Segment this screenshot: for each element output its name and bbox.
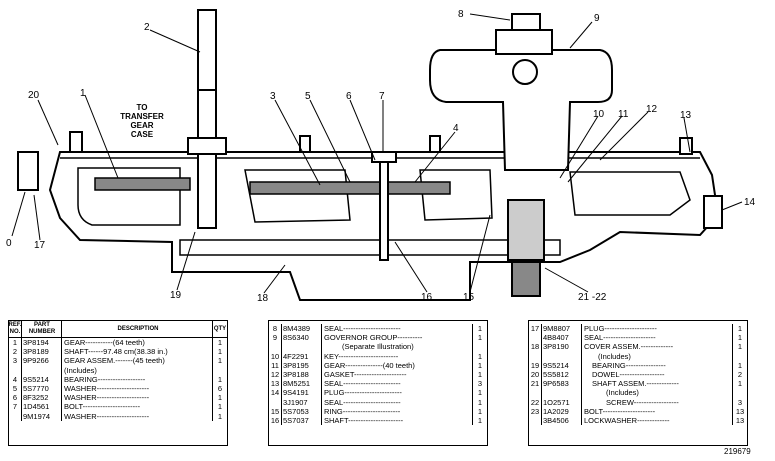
figure-number: 219679: [724, 447, 751, 456]
callout-18: 18: [257, 293, 269, 304]
callout-12: 12: [646, 104, 658, 115]
left-gear: [94, 177, 191, 191]
table-row: (Includes): [529, 351, 747, 361]
header-qty: QTY: [213, 325, 227, 332]
callout-15: 15: [463, 292, 475, 303]
callout-13: 13: [680, 110, 692, 121]
header-description: DESCRIPTION: [62, 321, 213, 337]
seal-8: [511, 13, 541, 31]
svg-text:TO: TO: [137, 103, 148, 112]
callout-19: 19: [170, 290, 182, 301]
callout-5: 5: [305, 91, 311, 102]
callout-1: 1: [80, 88, 86, 99]
governor-group: [429, 49, 613, 171]
svg-text:CASE: CASE: [131, 130, 154, 139]
transfer-gear-note: TO TRANSFER GEAR CASE: [120, 103, 164, 139]
callout-labels: 2 1 20 3 5 6 7 4 8 9 10 11 12 13 14 15 1…: [6, 9, 756, 304]
svg-text:GEAR: GEAR: [130, 121, 153, 130]
table-row: (Includes): [9, 365, 227, 375]
callout-4: 4: [453, 123, 459, 134]
vertical-shaft: [197, 9, 217, 229]
svg-text:TRANSFER: TRANSFER: [120, 112, 164, 121]
header-part-number: PART NUMBER: [22, 321, 62, 337]
table-row: (Separate Illustration): [269, 342, 487, 352]
callout-8: 8: [458, 9, 464, 20]
callout-16: 16: [421, 292, 433, 303]
center-gear: [249, 181, 451, 195]
callout-3: 3: [270, 91, 276, 102]
table-row: (Includes): [529, 388, 747, 398]
callout-0: 0: [6, 238, 12, 249]
callout-7: 7: [379, 91, 385, 102]
callout-9: 9: [594, 13, 600, 24]
header-ref-no: REF. NO.: [8, 321, 22, 337]
callout-10: 10: [593, 109, 605, 120]
callout-2: 2: [144, 22, 150, 33]
callout-11: 11: [618, 109, 629, 120]
callout-6: 6: [346, 91, 352, 102]
callout-14: 14: [744, 197, 756, 208]
table-header: REF. NO. PART NUMBER DESCRIPTION QTY: [9, 321, 227, 338]
callout-21-22: 21 -22: [578, 292, 607, 303]
exploded-parts-diagram: 2 1 20 3 5 6 7 4 8 9 10 11 12 13 14 15 1…: [6, 9, 756, 304]
callout-17: 17: [34, 240, 46, 251]
callout-20: 20: [28, 90, 40, 101]
